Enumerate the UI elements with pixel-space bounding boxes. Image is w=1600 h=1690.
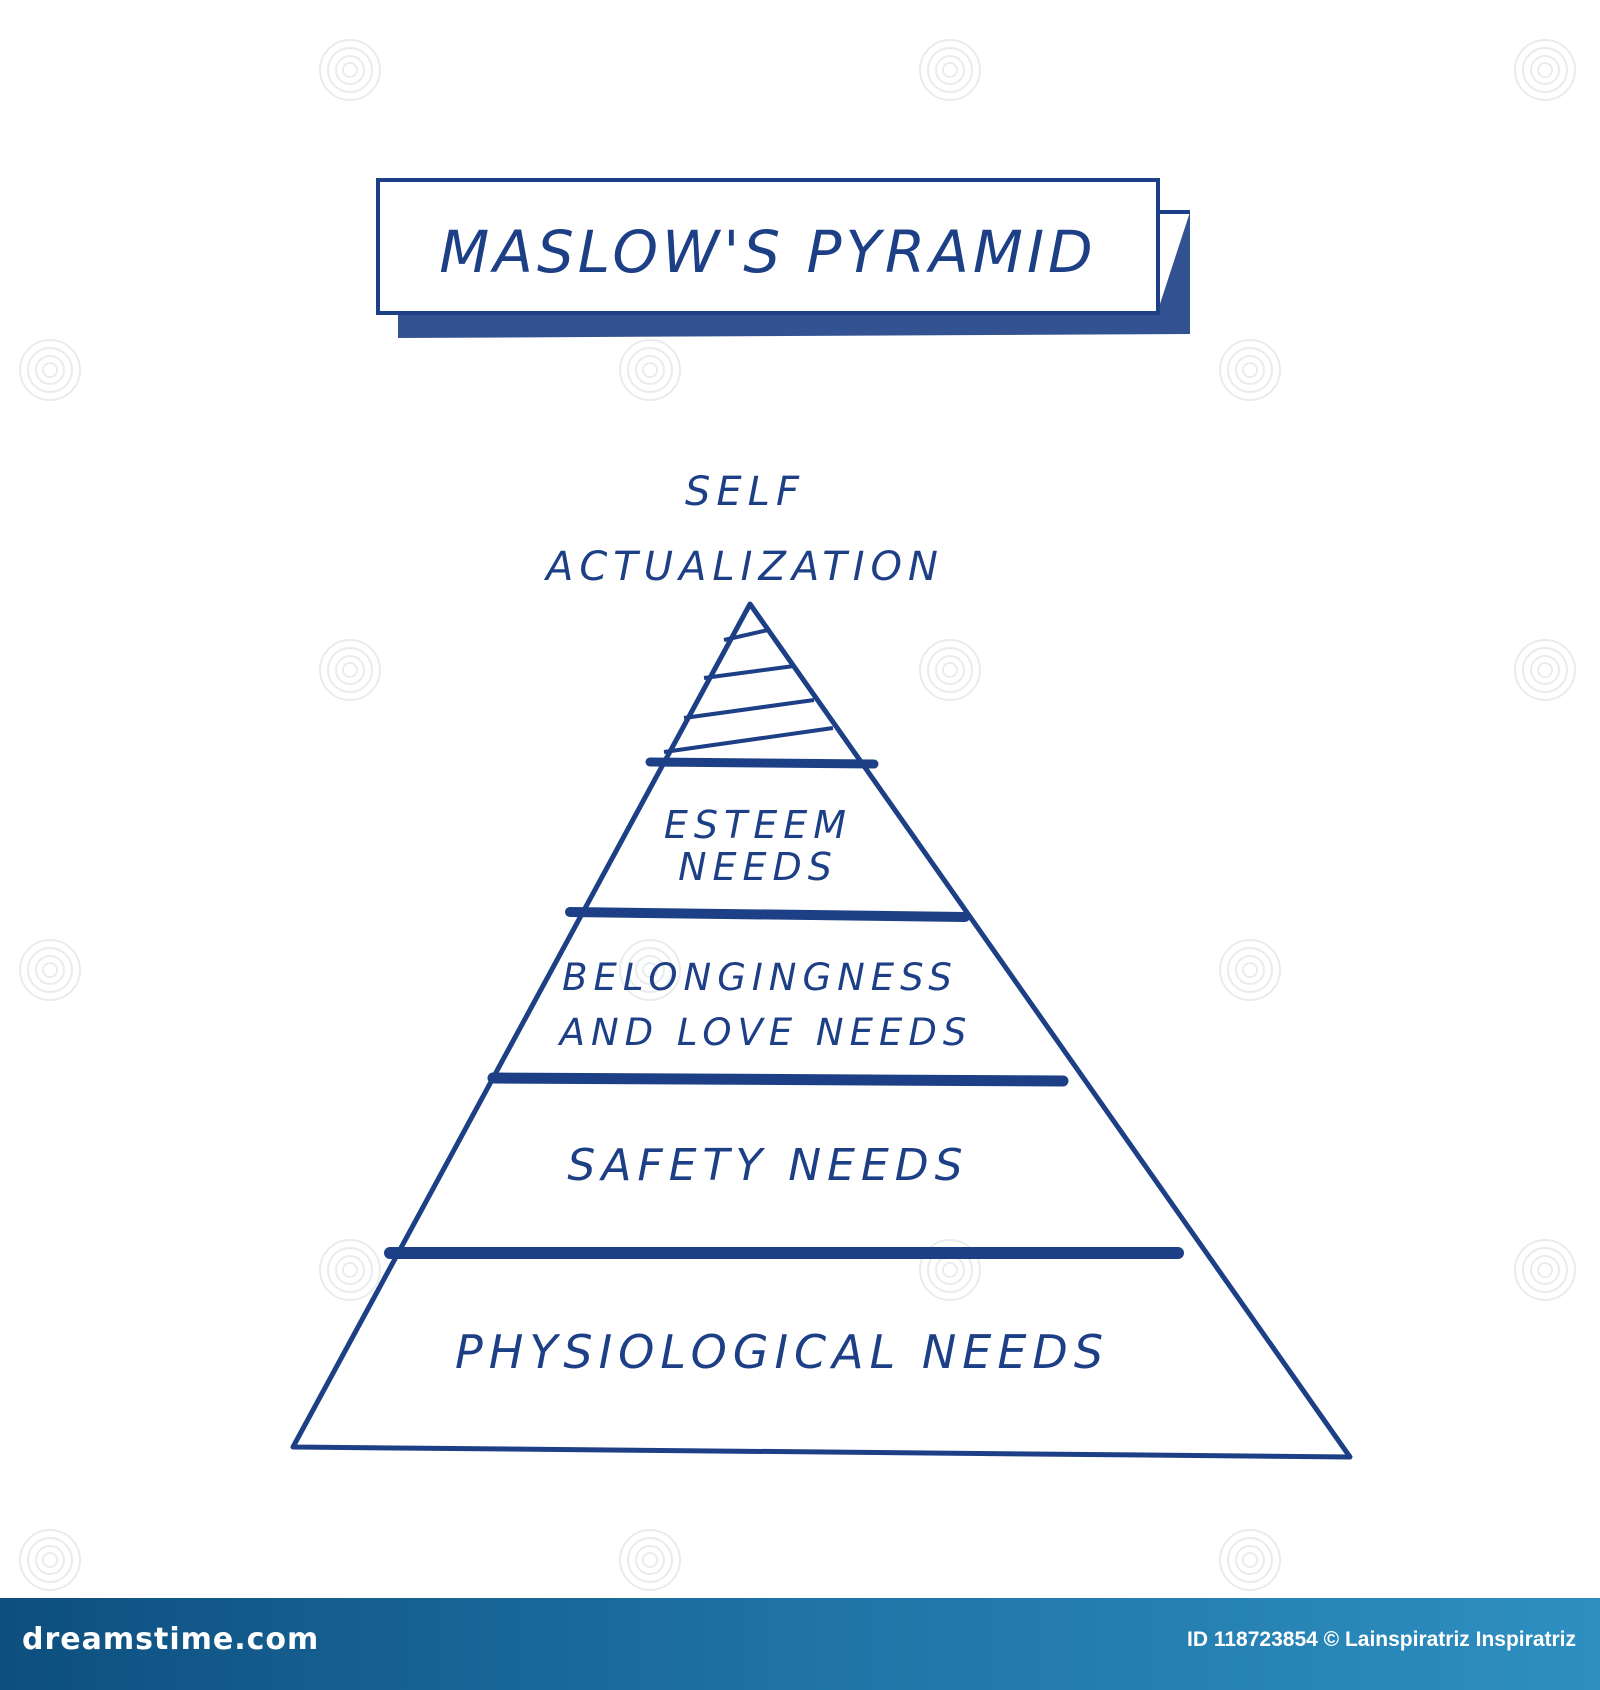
spiral-watermark-icon (319, 639, 381, 701)
level-esteem-line-2: Needs (678, 845, 838, 889)
apex-label-line-2: Actualization (543, 544, 944, 590)
pyramid (290, 601, 1353, 1460)
spiral-watermark-icon (919, 639, 981, 701)
diagram-title: Maslow's Pyramid (439, 218, 1096, 286)
apex-label-line-1: Self (685, 469, 805, 515)
spiral-watermark-icon (1514, 639, 1576, 701)
spiral-watermark-icon (319, 1239, 381, 1301)
level-belonging-line-1: Belongingness (562, 956, 958, 999)
level-safety-label: Safety needs (567, 1140, 968, 1191)
footer-bar: dreamstime.com ID 118723854 © Lainspirat… (0, 1598, 1600, 1690)
level-physiological-label: Physiological needs (455, 1325, 1109, 1379)
level-belonging-line-2: and love needs (558, 1011, 973, 1054)
title-box: Maslow's Pyramid (376, 178, 1190, 338)
divider-apex-esteem (645, 757, 879, 769)
spiral-watermark-icon (319, 39, 381, 101)
divider-esteem-belonging (565, 907, 970, 922)
spiral-watermark-icon (919, 39, 981, 101)
title-box-frame (376, 178, 1160, 315)
spiral-watermark-icon (19, 339, 81, 401)
footer-credit: ID 118723854 © Lainspiratriz Inspiratriz (1187, 1628, 1576, 1651)
spiral-watermark-icon (1219, 1529, 1281, 1591)
divider-belonging-safety (487, 1072, 1069, 1087)
spiral-watermark-icon (619, 339, 681, 401)
spiral-watermark-icon (1514, 1239, 1576, 1301)
spiral-watermark-icon (619, 1529, 681, 1591)
watermark-layer (19, 39, 1576, 1591)
spiral-watermark-icon (1219, 339, 1281, 401)
maslow-pyramid-diagram: Maslow's Pyramid Self Actualization Este… (19, 39, 1576, 1591)
footer-logo[interactable]: dreamstime.com (22, 1622, 320, 1657)
pyramid-outline (290, 601, 1353, 1460)
level-esteem-line-1: Esteem (664, 803, 852, 847)
spiral-watermark-icon (19, 1529, 81, 1591)
diagram-canvas: Maslow's Pyramid Self Actualization Este… (19, 39, 1576, 1591)
spiral-watermark-icon (619, 939, 681, 1001)
spiral-watermark-icon (1514, 39, 1576, 101)
spiral-watermark-icon (19, 939, 81, 1001)
spiral-watermark-icon (1219, 939, 1281, 1001)
apex-hatching (663, 628, 834, 754)
